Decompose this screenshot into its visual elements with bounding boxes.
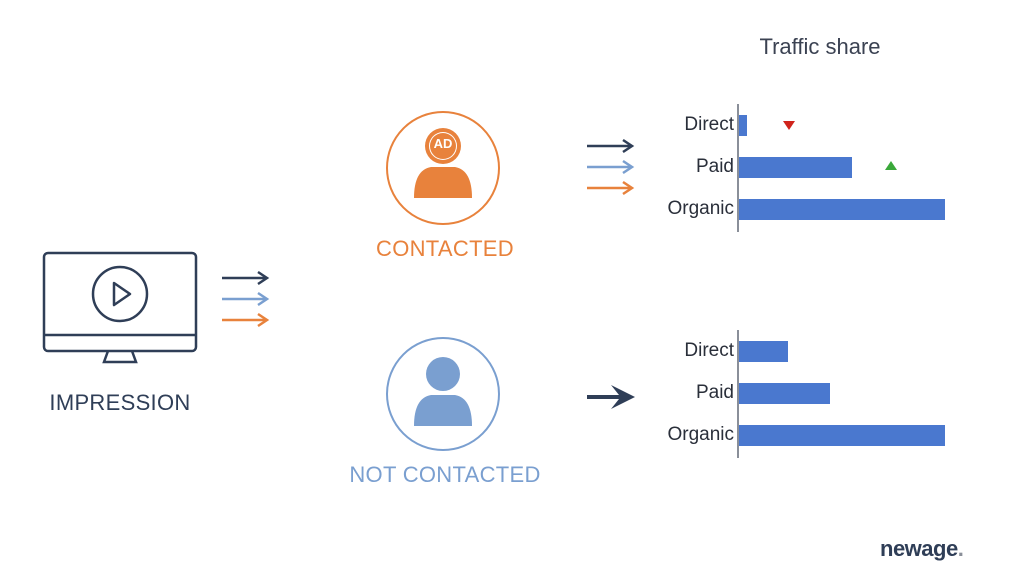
arrow-navy-icon [222, 270, 270, 286]
bar-direct [739, 341, 789, 362]
bar-paid [739, 383, 830, 404]
not-contacted-arrow-icon [587, 385, 635, 409]
monitor-play-icon [42, 251, 198, 364]
arrow-orange-icon [587, 180, 635, 196]
bar-label-paid: Paid [695, 382, 734, 403]
bar-label-organic: Organic [667, 424, 734, 445]
brand-logo: newage. [880, 536, 964, 561]
arrow-lightblue-icon [587, 159, 635, 175]
not-contacted-label: NOT CONTACTED [349, 462, 541, 487]
chart-axis [737, 330, 739, 458]
ad-badge: AD [433, 136, 453, 151]
not-contacted-person-icon [386, 337, 500, 451]
arrow-navy-icon [587, 138, 635, 154]
bar-label-direct: Direct [684, 340, 734, 361]
bar-label-paid: Paid [695, 156, 734, 177]
bar-paid [739, 157, 853, 178]
trend-down-icon [783, 121, 795, 130]
chart-axis [737, 104, 739, 232]
bar-label-organic: Organic [667, 198, 734, 219]
trend-up-icon [885, 161, 897, 170]
bar-direct [739, 115, 748, 136]
arrow-orange-icon [222, 312, 270, 328]
contacted-label: CONTACTED [376, 236, 514, 261]
chart-title: Traffic share [759, 34, 881, 59]
arrow-lightblue-icon [222, 291, 270, 307]
bar-label-direct: Direct [684, 114, 734, 135]
impression-arrows [222, 270, 270, 328]
impression-label: IMPRESSION [49, 390, 191, 415]
contacted-arrows [587, 138, 635, 196]
bar-organic [739, 199, 945, 220]
contacted-person-icon [386, 111, 500, 225]
bar-organic [739, 425, 945, 446]
